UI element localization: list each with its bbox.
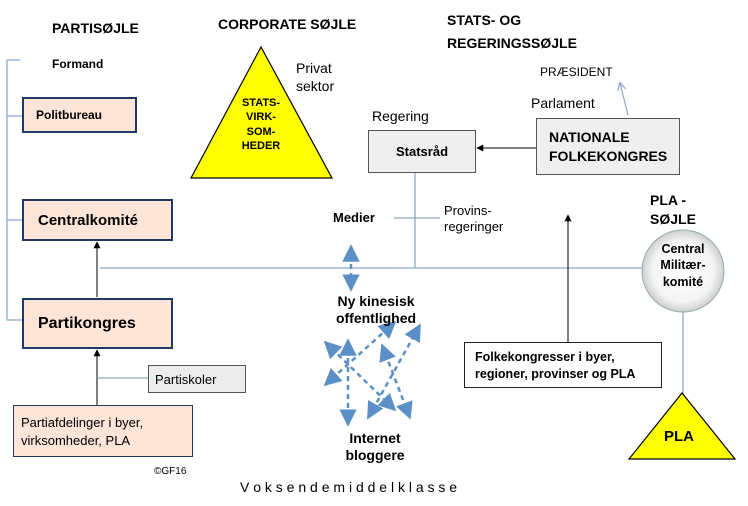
parliament-label: Parlament <box>531 95 595 111</box>
party-schools-box: Partiskoler <box>148 365 246 393</box>
state-council-box: Statsråd <box>368 130 476 173</box>
local-congresses-line1: Folkekongresser i byer, <box>475 349 615 364</box>
arrow-npc-to-president <box>620 83 629 116</box>
soe-label: STATS- VIRK- SOM- HEDER <box>238 96 284 153</box>
pla-triangle <box>627 392 737 460</box>
soe-line4: HEDER <box>241 139 281 152</box>
provincial-governments-label: Provins- regeringer <box>444 203 503 234</box>
party-branches-box: Partiafdelinger i byer, virksomheder, PL… <box>13 405 193 457</box>
soe-line3: SOM- <box>246 125 276 138</box>
npc-line1: NATIONALE <box>549 129 630 145</box>
party-branches-line1: Partiafdelinger i byer, <box>21 414 144 430</box>
government-label: Regering <box>372 108 429 124</box>
media-label: Medier <box>333 210 375 225</box>
private-line1: Privat <box>296 60 332 76</box>
dashed-arrow-cross-1 <box>366 323 422 420</box>
dashed-arrow-cross-4 <box>379 343 413 420</box>
state-pillar-heading-line1: STATS- OG <box>447 12 522 28</box>
pla-pillar-heading-line1: PLA - <box>650 192 687 208</box>
cmc-label: Central Militær- komité <box>650 241 716 290</box>
pla-label: PLA <box>664 428 694 445</box>
internet-line1: Internet <box>349 430 401 446</box>
state-council-label: Statsråd <box>395 144 449 159</box>
local-congresses-box: Folkekongresser i byer, regioner, provin… <box>464 342 662 388</box>
cmc-line3: komité <box>662 274 704 289</box>
formand-label: Formand <box>52 57 104 71</box>
state-pillar-heading-line2: REGERINGSSØJLE <box>447 35 577 51</box>
party-congress-label: Partikongres <box>38 314 136 332</box>
cmc-line1: Central <box>661 242 705 256</box>
public-sphere-label: Ny kinesisk offentlighed <box>326 293 426 327</box>
private-line2: sektor <box>296 77 335 94</box>
public-line1: Ny kinesisk <box>337 293 415 309</box>
private-sector-label: Privat sektor <box>296 60 334 95</box>
npc-line2: FOLKEKONGRES <box>549 148 668 164</box>
provincial-line2: regeringer <box>444 218 504 234</box>
party-congress-box: Partikongres <box>22 298 173 349</box>
cmc-line2: Militær- <box>660 258 706 273</box>
cmc-circle <box>641 229 725 313</box>
soe-line2: VIRK- <box>246 111 276 124</box>
politburo-label: Politbureau <box>36 108 103 122</box>
central-committee-box: Centralkomité <box>22 199 173 241</box>
pla-pillar-heading-line2: SØJLE <box>650 211 696 227</box>
copyright-label: ©GF16 <box>154 466 187 477</box>
internet-line2: bloggere <box>345 446 405 463</box>
internet-bloggers-label: Internet bloggere <box>330 430 420 464</box>
party-pillar-heading: PARTISØJLE <box>52 20 139 36</box>
local-congresses-line2: regioner, provinser og PLA <box>475 366 636 381</box>
soe-triangle <box>189 45 334 179</box>
npc-box: NATIONALE FOLKEKONGRES <box>536 118 680 175</box>
soe-line1: STATS- <box>241 97 281 109</box>
politburo-box: Politbureau <box>22 97 137 133</box>
middle-class-caption: V o k s e n d e m i d d e l k l a s s e <box>240 479 458 495</box>
corporate-pillar-heading: CORPORATE SØJLE <box>218 16 357 32</box>
provincial-line1: Provins- <box>444 203 492 218</box>
central-committee-label: Centralkomité <box>38 211 139 229</box>
party-branches-line2: virksomheder, PLA <box>21 432 131 448</box>
public-line2: offentlighed <box>335 309 417 326</box>
president-label: PRÆSIDENT <box>540 65 613 79</box>
party-bracket-line <box>6 59 22 321</box>
party-schools-label: Partiskoler <box>155 371 217 387</box>
